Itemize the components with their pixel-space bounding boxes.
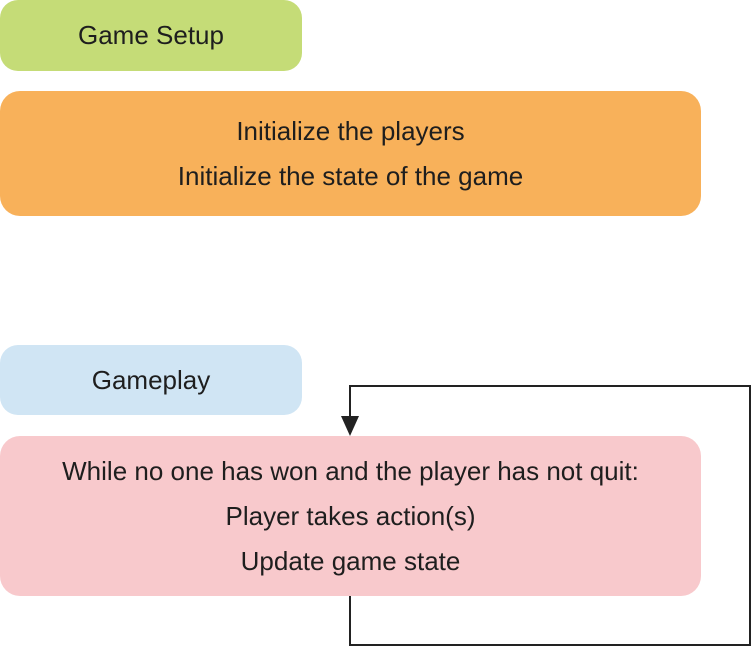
setup-step-initialize-players: Initialize the players — [236, 115, 465, 146]
gameplay-loop-box: While no one has won and the player has … — [0, 436, 701, 596]
loop-step-player-action: Player takes action(s) — [225, 500, 476, 531]
game-setup-label: Game Setup — [0, 0, 302, 71]
gameplay-label: Gameplay — [0, 345, 302, 415]
game-setup-label-text: Game Setup — [78, 20, 224, 50]
loop-condition-text: While no one has won and the player has … — [62, 455, 639, 486]
game-setup-steps-box: Initialize the players Initialize the st… — [0, 91, 701, 216]
setup-step-initialize-state: Initialize the state of the game — [177, 160, 524, 191]
loop-back-arrowhead — [341, 416, 359, 436]
loop-step-update-state: Update game state — [240, 545, 461, 576]
gameplay-label-text: Gameplay — [91, 364, 211, 395]
